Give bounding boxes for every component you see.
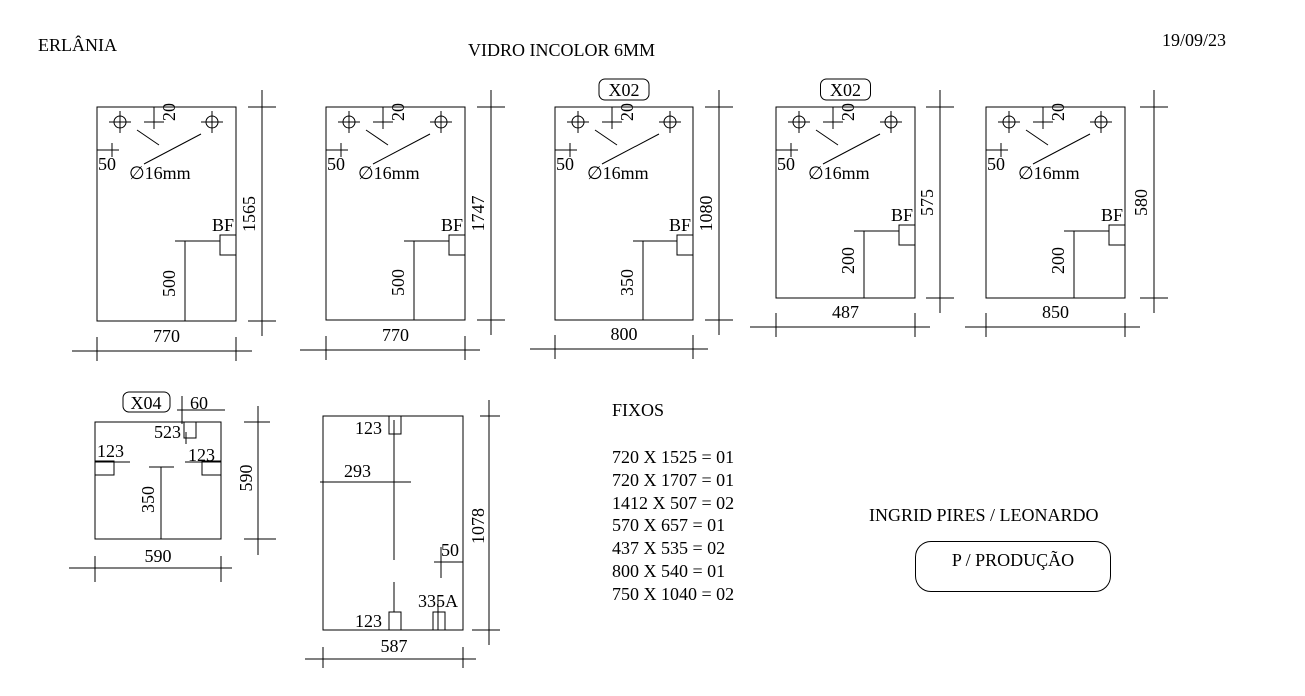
side-mark-label: 50 [556,154,574,174]
leader-line [822,133,881,165]
leader-line [815,129,839,146]
top-mark-label: 20 [617,103,637,121]
height-label: 1080 [696,196,716,232]
glass-panel [96,106,237,322]
corner-notch-box [201,460,222,476]
width-label: 487 [832,302,859,322]
hole-diameter-label: ∅16mm [587,163,649,183]
glass-panel [775,106,916,299]
glass-panel [94,421,222,540]
width-label: 590 [145,546,172,566]
width-label: 850 [1042,302,1069,322]
bf-label: BF [1101,205,1123,225]
offset-label: 200 [838,247,858,274]
glass-panel [325,106,466,321]
bf-label: BF [441,215,463,235]
top-mark-label: 20 [1048,103,1068,121]
bottom-mark-label: 123 [355,611,382,631]
corner-notch-box [94,460,115,476]
side-mark-label: 50 [98,154,116,174]
hardware-mark-label: 335A [418,591,458,611]
offset-label: 350 [617,269,637,296]
notch-label: 523 [154,422,181,442]
height-label: 580 [1131,189,1151,216]
horizontal-offset-label: 293 [344,461,371,481]
bf-hardware-box [676,234,694,256]
hole-diameter-label: ∅16mm [1018,163,1080,183]
width-label: 770 [153,326,180,346]
production-stamp: P / PRODUÇÃO [915,541,1111,592]
material-title: VIDRO INCOLOR 6MM [468,40,656,60]
date-label: 19/09/23 [1162,30,1227,50]
panel-tag: X02 [609,80,640,100]
right-mark-label: 50 [441,540,459,560]
leader-line [372,133,431,165]
fixos-item: 570 X 657 = 01 [612,515,726,536]
side-mark-label: 50 [327,154,345,174]
notch-box [388,611,402,631]
fixos-item: 720 X 1707 = 01 [612,469,735,490]
panel-tag: X04 [131,393,162,413]
bf-label: BF [212,215,234,235]
leader-line [1032,133,1091,165]
width-label: 800 [611,324,638,344]
hardware-box [432,611,446,631]
production-stamp-label: P / PRODUÇÃO [951,550,1075,570]
notch-box [388,415,402,435]
fixos-item: 800 X 540 = 01 [612,560,726,581]
bf-hardware-box [448,234,466,256]
fixos-item: 437 X 535 = 02 [612,538,726,559]
panel-tag-box [598,78,650,101]
hole-diameter-label: ∅16mm [358,163,420,183]
top-dimension-label: 60 [190,393,208,413]
notch-box [183,421,197,439]
hole-diameter-label: ∅16mm [808,163,870,183]
leader-line [594,129,618,146]
top-mark-label: 20 [388,103,408,121]
top-mark-label: 20 [838,103,858,121]
bf-label: BF [891,205,913,225]
height-label: 1747 [468,196,488,232]
height-label: 1078 [468,508,488,544]
offset-label: 500 [388,269,408,296]
leader-line [601,133,660,165]
offset-label: 500 [159,270,179,297]
left-mark-label: 123 [97,441,124,461]
leader-line [136,129,160,146]
fixos-item: 720 X 1525 = 01 [612,447,735,467]
top-mark-label: 20 [159,103,179,121]
width-label: 587 [381,636,408,656]
bf-hardware-box [219,234,237,256]
leader-line [1025,129,1049,146]
side-mark-label: 50 [987,154,1005,174]
height-label: 590 [236,465,256,492]
width-label: 770 [382,325,409,345]
offset-label: 200 [1048,247,1068,274]
right-mark-label: 123 [188,445,215,465]
fixos-title: FIXOS [612,400,665,420]
leader-line [143,133,202,165]
bf-hardware-box [1108,224,1126,246]
panel-tag-box [820,78,871,101]
panel-tag: X02 [830,80,861,100]
panel-tag-box [122,391,171,413]
client-name: ERLÂNIA [38,35,117,55]
fixos-list: 720 X 1525 = 01 720 X 1707 = 01 1412 X 5… [612,446,734,606]
height-label: 575 [917,189,937,216]
height-label: 1565 [239,196,259,232]
glass-panel [554,106,694,321]
top-mark-label: 123 [355,418,382,438]
hole-diameter-label: ∅16mm [129,163,191,183]
fixos-item: 1412 X 507 = 02 [612,492,735,513]
side-mark-label: 50 [777,154,795,174]
leader-line [365,129,389,146]
signature-names: INGRID PIRES / LEONARDO [869,505,1099,525]
bf-hardware-box [898,224,916,246]
fixos-item: 750 X 1040 = 02 [612,583,735,604]
offset-label: 350 [138,486,158,513]
glass-panel [985,106,1126,299]
bf-label: BF [669,215,691,235]
